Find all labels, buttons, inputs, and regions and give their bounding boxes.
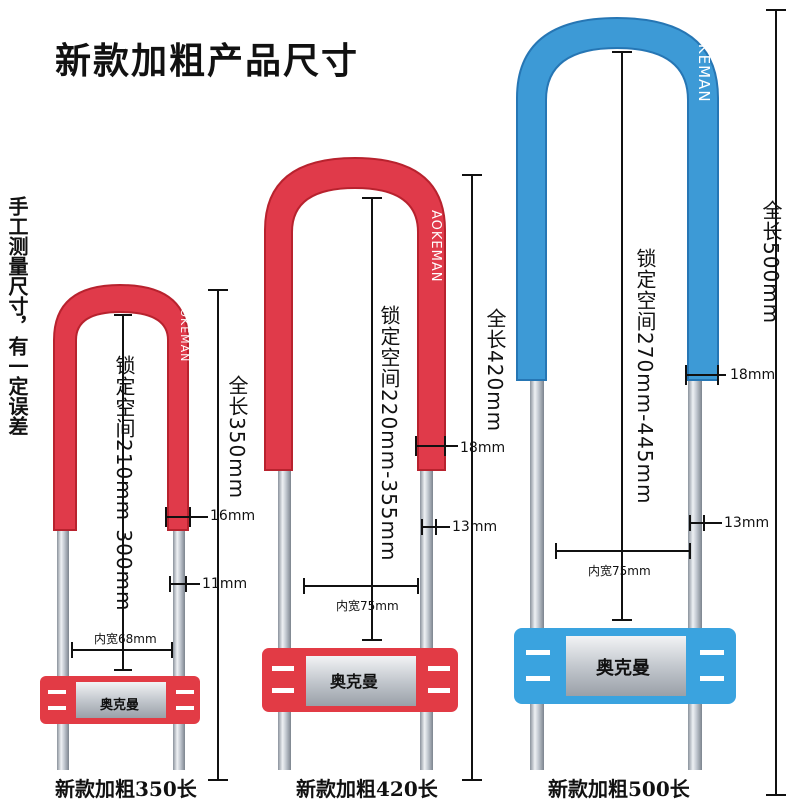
lock-space-label: 锁定空间270mm-445mm: [633, 248, 657, 505]
lock-500: [514, 16, 736, 770]
lock-space-label: 锁定空间210mm-300mm: [112, 355, 136, 612]
metal-plate: [306, 656, 416, 706]
brand-logo: 奥克曼: [100, 698, 140, 713]
lock-caption: 新款加粗500长: [548, 777, 690, 801]
total-length-label: 全长420mm: [483, 308, 507, 433]
red-shackle-sleeve: [264, 156, 446, 471]
lock-caption: 新款加粗350长: [55, 777, 197, 801]
inner-width-label: 内宽75mm: [336, 599, 399, 613]
brand-text: AOKEMAN: [695, 20, 713, 103]
shackle-width-label: 16mm: [210, 508, 256, 524]
brand-logo: 奥克曼: [330, 672, 379, 691]
inner-width-label: 内宽68mm: [94, 632, 157, 646]
steel-bar-right: [173, 520, 185, 770]
bar-width-label: 11mm: [202, 576, 248, 592]
bar-width-label: 13mm: [452, 519, 498, 535]
brand-text: AOKEMAN: [428, 210, 443, 283]
blue-shackle-sleeve: [516, 16, 719, 381]
brand-logo: 奥克曼: [596, 658, 650, 679]
lock-caption: 新款加粗420长: [296, 777, 438, 801]
shackle-width-label: 18mm: [460, 440, 506, 456]
total-length-label: 全长350mm: [225, 375, 249, 500]
steel-bar-right: [420, 470, 433, 770]
steel-bar-left: [278, 460, 291, 770]
brand-text: AOKEMAN: [178, 300, 191, 363]
steel-bar-right: [688, 380, 702, 770]
inner-width-label: 内宽75mm: [588, 564, 651, 578]
steel-bar-left: [530, 370, 544, 770]
metal-plate: [76, 682, 166, 718]
lock-420: [262, 156, 458, 770]
red-shackle-sleeve: [53, 283, 189, 531]
shackle-width-label: 18mm: [730, 367, 776, 383]
page-title: 新款加粗产品尺寸: [55, 40, 360, 82]
measurement-note: 手工测量尺寸，有一定误差: [5, 196, 29, 436]
measurement-lines: [71, 9, 786, 796]
metal-plate: [566, 636, 686, 696]
total-length-label: 全长500mm: [759, 200, 783, 325]
lock-space-label: 锁定空间220mm-355mm: [377, 305, 401, 562]
steel-bar-left: [57, 500, 69, 770]
bar-width-label: 13mm: [724, 515, 770, 531]
lock-350: [40, 283, 200, 770]
